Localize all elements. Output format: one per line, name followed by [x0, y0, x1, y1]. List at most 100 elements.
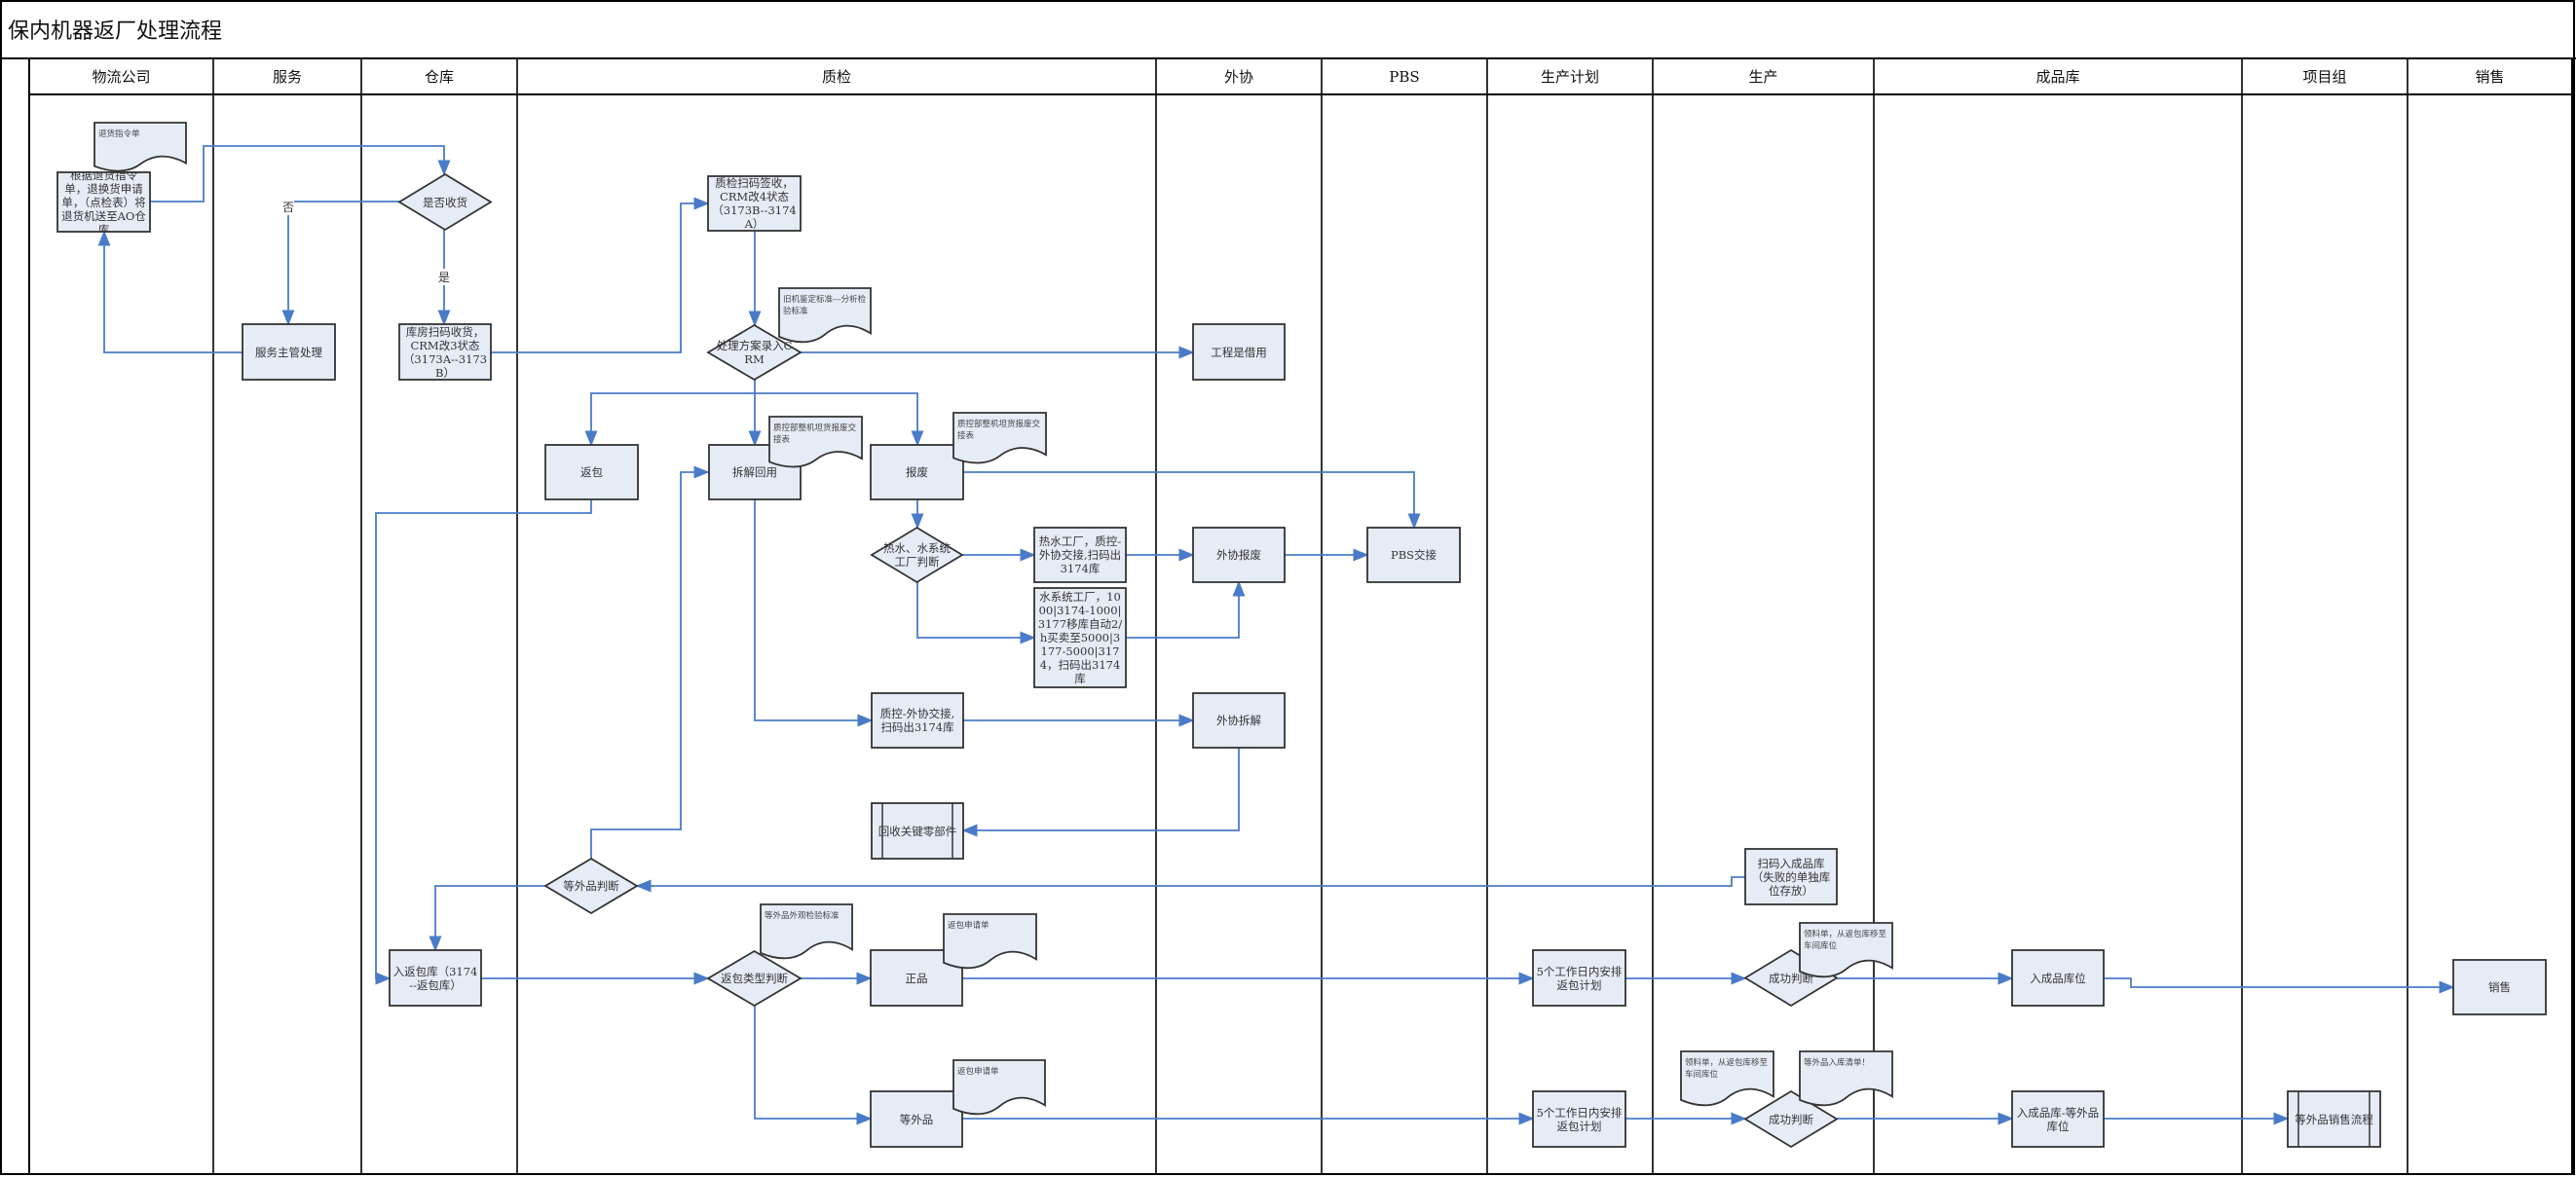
lane-header: PBS	[1389, 67, 1420, 86]
sale-label: 销售	[2488, 980, 2511, 994]
doc-inferior-std-label: 等外品外观检验标准	[765, 911, 840, 921]
fg-loc-label: 入成品库位	[2030, 971, 2086, 985]
doc-standard-label: 旧机鉴定标准---分析检验标准	[783, 295, 867, 316]
wh-scan-label: 库房扫码收货，CRM改3状态（3173A--3173B）	[402, 324, 488, 380]
lane-header: 项目组	[2302, 68, 2347, 86]
doc-scrap-label: 质控部整机坦货报废交接表	[957, 420, 1041, 441]
out-scrap-label: 外协报废	[1216, 548, 1261, 562]
success2-label: 成功判断	[1769, 1112, 1813, 1126]
service-handle-label: 服务主管处理	[255, 345, 322, 359]
return-stock-step: 入返包库（3174--返包库）	[389, 949, 482, 1007]
scan-fg-label: 扫码入成品库（失败的单独库位存放）	[1751, 856, 1831, 898]
connector-arrow	[584, 392, 755, 447]
out-disassemble-label: 外协拆解	[1216, 714, 1261, 727]
out-scrap-step: 外协报废	[1192, 527, 1286, 583]
lane-header: 仓库	[424, 68, 454, 86]
pbs-step: PBS交接	[1366, 527, 1461, 583]
doc-return-order-label: 退货指令单	[98, 129, 140, 139]
doc-disassemble-document: 质控部整机坦货报废交接表	[768, 416, 863, 468]
fg-inferior-loc-step: 入成品库-等外品库位	[2011, 1090, 2105, 1148]
genuine-label: 正品	[905, 971, 928, 985]
doc-pick1-label: 领料单，从返包库移至车间库位	[1804, 930, 1887, 951]
qc-scan-step: 质检扫码签收，CRM改4状态（3173B--3174A）	[707, 175, 802, 232]
doc-pick2-label: 领料单，从返包库移至车间库位	[1685, 1058, 1769, 1080]
plan1-label: 5个工作日内安排返包计划	[1536, 964, 1623, 992]
inferior-decision-decision: 等外品判断	[543, 857, 639, 915]
type-decision-label: 返包类型判断	[721, 972, 788, 985]
connector-arrow	[150, 145, 451, 202]
hot-water-step: 热水工厂，质控-外协交接,扫码出3174库	[1033, 527, 1127, 583]
service-handle-step: 服务主管处理	[242, 323, 336, 381]
connector-arrow	[281, 201, 399, 326]
qc-handover-step: 质控-外协交接,扫码出3174库	[871, 692, 964, 749]
lane-header: 质检	[821, 68, 851, 86]
recycle-step: 回收关键零部件	[871, 802, 964, 860]
connector-arrow	[375, 499, 592, 985]
doc-inferior-list-label: 等外品入库清单！	[1804, 1058, 1871, 1068]
lane-header: 生产	[1748, 68, 1778, 86]
water-system-step: 水系统工厂，1000|3174-1000|3177移库自动2/h买卖至5000|…	[1033, 587, 1127, 688]
connector-arrow	[491, 197, 710, 353]
qc-handover-label: 质控-外协交接,扫码出3174库	[879, 707, 955, 734]
send-back-label: 根据退货指令单，退换货申请单，（点检表）将退货机送至AO仓库	[61, 172, 146, 232]
edge-label-yes: 是	[438, 269, 451, 285]
connector-arrow	[1126, 580, 1246, 639]
repack-label: 返包	[580, 465, 603, 479]
connector-arrow	[635, 876, 1745, 893]
factory-decision-label: 热水、水系统工厂判断	[883, 541, 951, 569]
scrap-step: 报废	[870, 444, 964, 500]
doc-standard-document: 旧机鉴定标准---分析检验标准	[778, 287, 872, 344]
connector-arrow	[754, 499, 874, 727]
connector-arrow	[590, 465, 710, 859]
lane-header: 外协	[1223, 68, 1253, 86]
lane-header: 物流公司	[92, 68, 151, 86]
edge-label-no: 否	[282, 199, 295, 215]
connector-arrow	[754, 1006, 873, 1125]
connector-arrow	[2104, 977, 2455, 994]
doc-pick1-document: 领料单，从返包库移至车间库位	[1799, 922, 1893, 978]
doc-apply2-document: 返包申请单	[952, 1059, 1046, 1116]
lane-header: 成品库	[2035, 68, 2080, 86]
plan2-step: 5个工作日内安排返包计划	[1532, 1090, 1626, 1148]
doc-inferior-list-document: 等外品入库清单！	[1799, 1050, 1893, 1107]
disassemble-label: 拆解回用	[732, 465, 777, 479]
connector-arrow	[963, 471, 1421, 530]
scan-fg-step: 扫码入成品库（失败的单独库位存放）	[1744, 848, 1838, 905]
connector-arrow	[755, 392, 924, 447]
send-back-step: 根据退货指令单，退换货申请单，（点检表）将退货机送至AO仓库	[56, 171, 151, 233]
receive-decision-decision: 是否收货	[397, 172, 493, 232]
repack-step: 返包	[544, 444, 639, 500]
doc-scrap-document: 质控部整机坦货报废交接表	[952, 412, 1047, 464]
inferior-label: 等外品	[899, 1112, 934, 1126]
fg-loc-step: 入成品库位	[2011, 949, 2105, 1007]
plan2-label: 5个工作日内安排返包计划	[1536, 1105, 1623, 1133]
doc-apply1-label: 返包申请单	[948, 921, 989, 931]
doc-return-order-document: 退货指令单	[93, 122, 187, 172]
receive-decision-label: 是否收货	[423, 195, 467, 209]
out-disassemble-step: 外协拆解	[1192, 692, 1286, 749]
inferior-sale-step: 等外品销售流程	[2287, 1090, 2381, 1148]
wh-scan-step: 库房扫码收货，CRM改3状态（3173A--3173B）	[398, 323, 492, 381]
connector-arrow	[961, 748, 1240, 837]
type-decision-decision: 返包类型判断	[706, 949, 803, 1008]
lane-header: 销售	[2475, 68, 2505, 86]
connector-arrow	[916, 582, 1036, 644]
eng-borrow-step: 工程是借用	[1192, 323, 1286, 381]
water-system-label: 水系统工厂，1000|3174-1000|3177移库自动2/h买卖至5000|…	[1037, 590, 1123, 685]
lane-header: 生产计划	[1540, 68, 1599, 86]
hot-water-label: 热水工厂，质控-外协交接,扫码出3174库	[1038, 534, 1122, 575]
connector-arrow	[97, 230, 243, 353]
success1-label: 成功判断	[1769, 971, 1813, 985]
lane-header: 服务	[272, 68, 302, 86]
inferior-decision-label: 等外品判断	[563, 879, 619, 893]
qc-scan-label: 质检扫码签收，CRM改4状态（3173B--3174A）	[712, 176, 797, 231]
return-stock-label: 入返包库（3174--返包库）	[392, 964, 478, 992]
doc-pick2-document: 领料单，从返包库移至车间库位	[1680, 1050, 1774, 1107]
plan1-step: 5个工作日内安排返包计划	[1532, 949, 1626, 1007]
doc-apply2-label: 返包申请单	[957, 1067, 999, 1077]
flow-nodes: 根据退货指令单，退换货申请单，（点检表）将退货机送至AO仓库 退货指令单是否收货服…	[56, 122, 2547, 1149]
inferior-step: 等外品	[870, 1090, 963, 1148]
